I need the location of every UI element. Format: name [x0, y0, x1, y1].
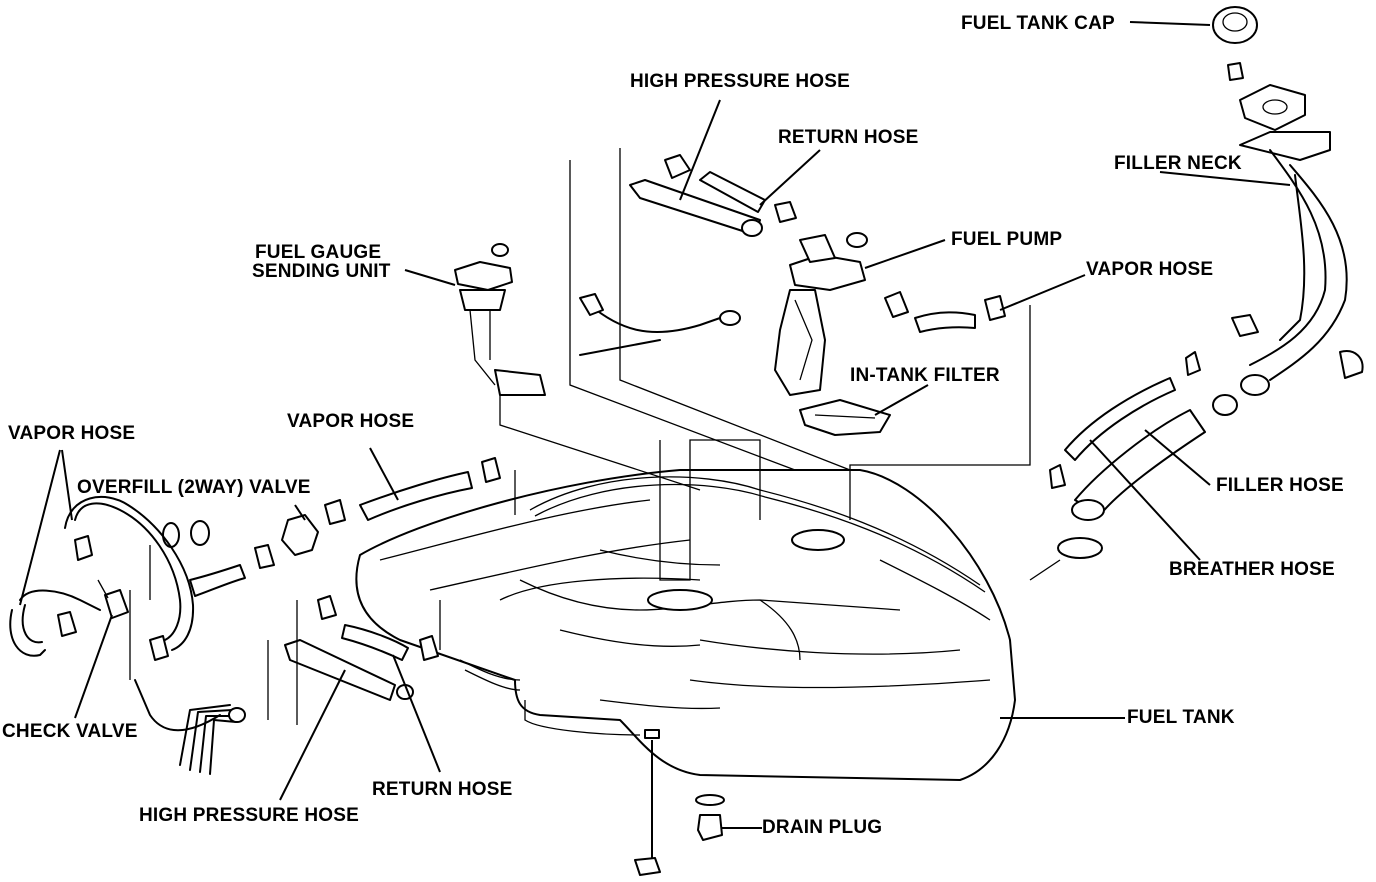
- label-high-pressure-hose-top: HIGH PRESSURE HOSE: [630, 71, 851, 92]
- filler-neck: [1129, 6, 1364, 396]
- label-vapor-hose-middle: VAPOR HOSE: [287, 411, 415, 432]
- label-breather-hose: BREATHER HOSE: [1169, 559, 1335, 580]
- wire-harness: [579, 293, 741, 356]
- hose-clamps-right: [1049, 351, 1238, 559]
- fuel-tank: [355, 469, 1016, 781]
- assembly-guides: [129, 148, 1061, 725]
- label-vapor-hose-left: VAPOR HOSE: [8, 423, 136, 444]
- label-fuel-tank: FUEL TANK: [1127, 707, 1235, 728]
- label-overfill-valve: OVERFILL (2WAY) VALVE: [77, 477, 311, 498]
- fuel-lines-left: [134, 679, 246, 775]
- in-tank-filter: [799, 384, 929, 436]
- vapor-hose-left: [9, 449, 195, 661]
- check-valve: [74, 579, 129, 719]
- label-fuel-pump: FUEL PUMP: [951, 229, 1063, 250]
- breather-hose: [1064, 377, 1201, 561]
- label-drain-plug: DRAIN PLUG: [762, 817, 883, 838]
- vapor-hose-right: [884, 274, 1086, 333]
- drain-plug: [634, 740, 762, 876]
- filler-hose: [1071, 409, 1211, 521]
- label-fuel-tank-cap: FUEL TANK CAP: [961, 13, 1115, 34]
- label-filler-hose: FILLER HOSE: [1216, 475, 1344, 496]
- hoses-top: [629, 99, 821, 237]
- fuel-gauge-sending-unit: [404, 243, 546, 396]
- label-filler-neck: FILLER NECK: [1114, 153, 1242, 174]
- label-return-hose-top: RETURN HOSE: [778, 127, 919, 148]
- vapor-hose-middle: [359, 447, 501, 521]
- label-return-hose-bottom: RETURN HOSE: [372, 779, 513, 800]
- label-fuel-gauge-line1: FUEL GAUGE: [255, 242, 382, 263]
- label-high-pressure-hose-bottom: HIGH PRESSURE HOSE: [139, 805, 360, 826]
- label-fuel-gauge-line2: SENDING UNIT: [252, 261, 391, 282]
- label-vapor-hose-right: VAPOR HOSE: [1086, 259, 1214, 280]
- label-check-valve: CHECK VALVE: [2, 721, 138, 742]
- overfill-valve: [162, 499, 346, 597]
- fuel-pump: [774, 232, 946, 396]
- label-in-tank-filter: IN-TANK FILTER: [850, 365, 1000, 386]
